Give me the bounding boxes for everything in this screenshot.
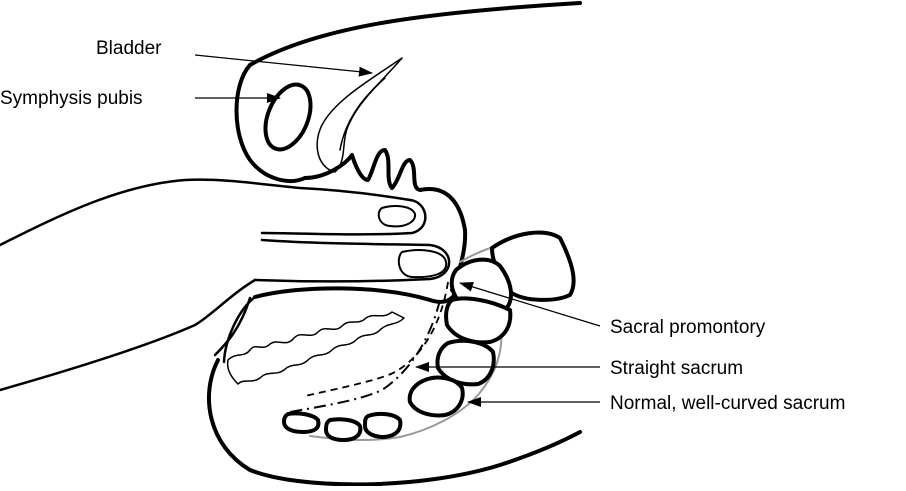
coccyx-segment-3 (282, 411, 321, 434)
symphysis-pubis-label: Symphysis pubis (0, 88, 143, 109)
sacral-promontory-label: Sacral promontory (610, 317, 766, 338)
symphysis-pubis-shape (263, 82, 313, 152)
abdominal-wall-outline (248, 1, 582, 67)
bladder-leader-arrow (194, 54, 373, 77)
examining-hand-outline (0, 178, 412, 247)
coccyx-segment-1 (363, 411, 403, 439)
bladder-inner-line (339, 77, 386, 151)
coccyx-segment-2 (324, 417, 363, 442)
sacral-vertebra-4 (407, 375, 465, 418)
bladder-label: Bladder (96, 38, 162, 59)
straight-sacrum-line (289, 299, 441, 413)
lower-body-outline (206, 358, 582, 487)
bladder-shape (316, 57, 403, 173)
middle-finger (253, 238, 451, 283)
vaginal-wall-upper (303, 148, 468, 292)
middle-fingernail (397, 249, 448, 279)
sacral-promontory-leader-arrow (459, 282, 601, 327)
anterior-pelvis-outline (234, 63, 307, 183)
sacral-vertebra-3 (435, 338, 496, 387)
index-finger (260, 198, 427, 236)
normal-sacrum-label: Normal, well-curved sacrum (610, 393, 845, 414)
palm-outline (0, 278, 257, 392)
index-fingernail (377, 205, 417, 228)
sacral-vertebra-2 (444, 296, 513, 345)
posterior-pelvis-outline (253, 286, 460, 304)
rectal-mucosa (226, 311, 405, 385)
posterior-inner-outline (222, 295, 257, 364)
straight-sacrum-label: Straight sacrum (610, 358, 743, 379)
